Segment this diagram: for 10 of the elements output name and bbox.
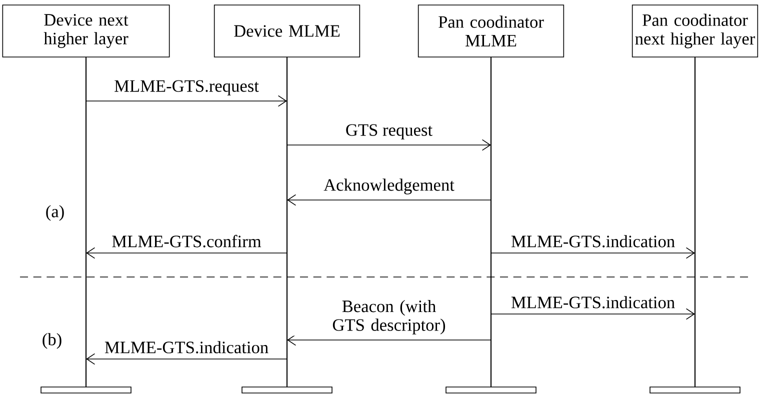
section-label: (a) bbox=[46, 205, 64, 221]
message-arrow bbox=[86, 95, 287, 107]
message-arrow bbox=[287, 194, 492, 206]
message-arrow bbox=[86, 353, 288, 365]
message-arrow bbox=[86, 247, 288, 259]
message-arrow bbox=[490, 247, 695, 259]
message-arrow bbox=[287, 334, 492, 346]
message-arrow bbox=[490, 308, 695, 320]
section-label: (b) bbox=[42, 333, 62, 349]
message-arrow bbox=[286, 139, 491, 151]
